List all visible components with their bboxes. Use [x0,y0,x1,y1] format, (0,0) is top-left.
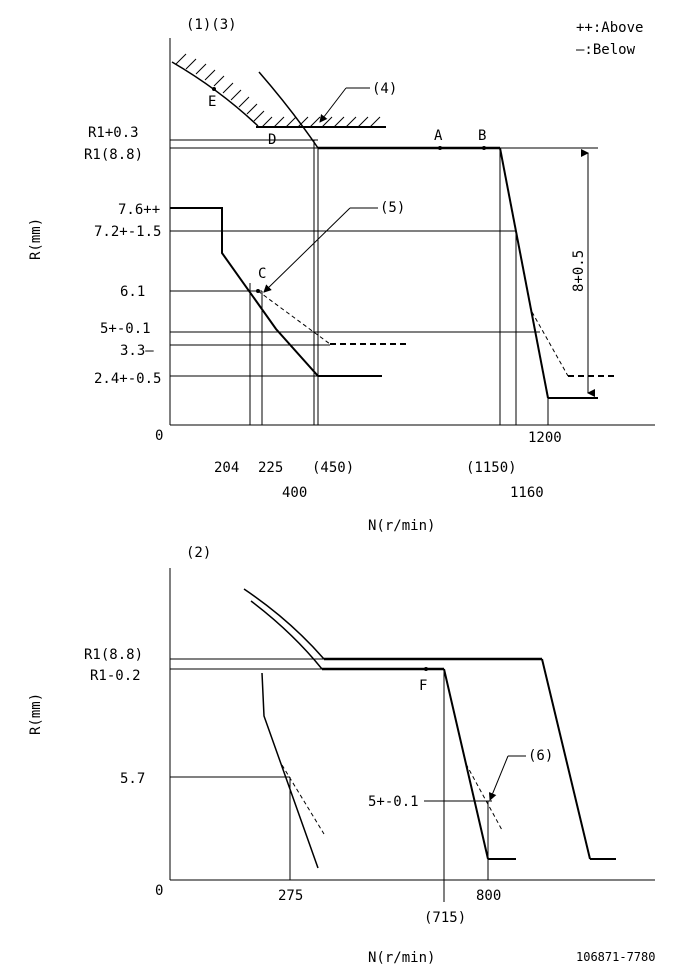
upper-governor-dashed [531,311,569,377]
upper-callout-4-arrow [319,87,347,123]
upper-x-axis-title: N(r/min) [368,518,435,534]
lower-panel: (2) 0 R(mm) N(r/min) F (6) [28,545,655,966]
lower-curve-inner [250,600,323,670]
lower-callout-6-arrow [488,755,509,801]
upper-ytick-7-6: 7.6++ [118,202,160,218]
upper-idle-curve [170,207,382,377]
upper-panel: (1)(3) 0 R(mm) N(r/min) [28,17,655,534]
lower-curve-outer [243,588,325,660]
upper-xtick-204: 204 [214,460,239,476]
upper-callout-5-arrow [263,207,351,293]
upper-xtick-225: 225 [258,460,283,476]
upper-idle-dashed [257,290,331,345]
lower-governor-dashed [465,763,503,831]
document-number: 106871-7780 [576,950,655,964]
upper-point-b: B [478,128,486,144]
upper-point-e: E [208,94,216,110]
upper-point-c: C [258,266,266,282]
upper-callout-5: (5) [380,200,405,216]
upper-point-a: A [434,128,443,144]
upper-xtick-1160: 1160 [510,485,544,501]
legend-above: ++:Above [576,20,643,36]
upper-panel-label: (1)(3) [186,17,237,33]
upper-dim-label: 8+0.5 [571,250,587,292]
upper-ytick-6-1: 6.1 [120,284,145,300]
upper-stop-hatch [261,116,381,128]
lower-panel-label: (2) [186,545,211,561]
lower-callout-6: (6) [528,748,553,764]
upper-point-marker-e [212,87,216,91]
upper-callout-4: (4) [372,81,397,97]
upper-point-marker-b [482,146,486,150]
lower-ytick-5-7: 5.7 [120,771,145,787]
lower-point-marker-f [424,667,428,671]
lower-idle-curve [261,672,319,869]
upper-ytick-3-3: 3.3— [120,343,154,359]
lower-ytick-r1: R1(8.8) [84,647,143,663]
legend-below: —:Below [576,42,636,58]
lower-point-f: F [419,678,427,694]
upper-xtick-400: 400 [282,485,307,501]
upper-point-marker-c [256,289,260,293]
upper-origin-label: 0 [155,428,163,444]
upper-xtick-450: (450) [312,460,354,476]
upper-governor-drop [499,147,549,399]
lower-inline-5: 5+-0.1 [368,794,419,810]
upper-ytick-r1: R1(8.8) [84,147,143,163]
upper-xtick-1150: (1150) [466,460,517,476]
upper-point-d: D [268,132,276,148]
lower-governor-a [541,658,591,860]
lower-y-axis-title: R(mm) [28,693,44,735]
upper-xtick-1200: 1200 [528,430,562,446]
lower-origin-label: 0 [155,883,163,899]
lower-xtick-715: (715) [424,910,466,926]
lower-xtick-275: 275 [278,888,303,904]
upper-ytick-7-2: 7.2+-1.5 [94,224,161,240]
lower-xtick-800: 800 [476,888,501,904]
upper-hatch-marks [175,53,265,122]
upper-ytick-5: 5+-0.1 [100,321,151,337]
upper-hatched-boundary [171,61,259,127]
upper-ytick-r1-plus: R1+0.3 [88,125,139,141]
upper-point-marker-a [438,146,442,150]
lower-x-axis-title: N(r/min) [368,950,435,966]
upper-ytick-2-4: 2.4+-0.5 [94,371,161,387]
upper-y-axis-title: R(mm) [28,218,44,260]
lower-ytick-r1-minus: R1-0.2 [90,668,141,684]
